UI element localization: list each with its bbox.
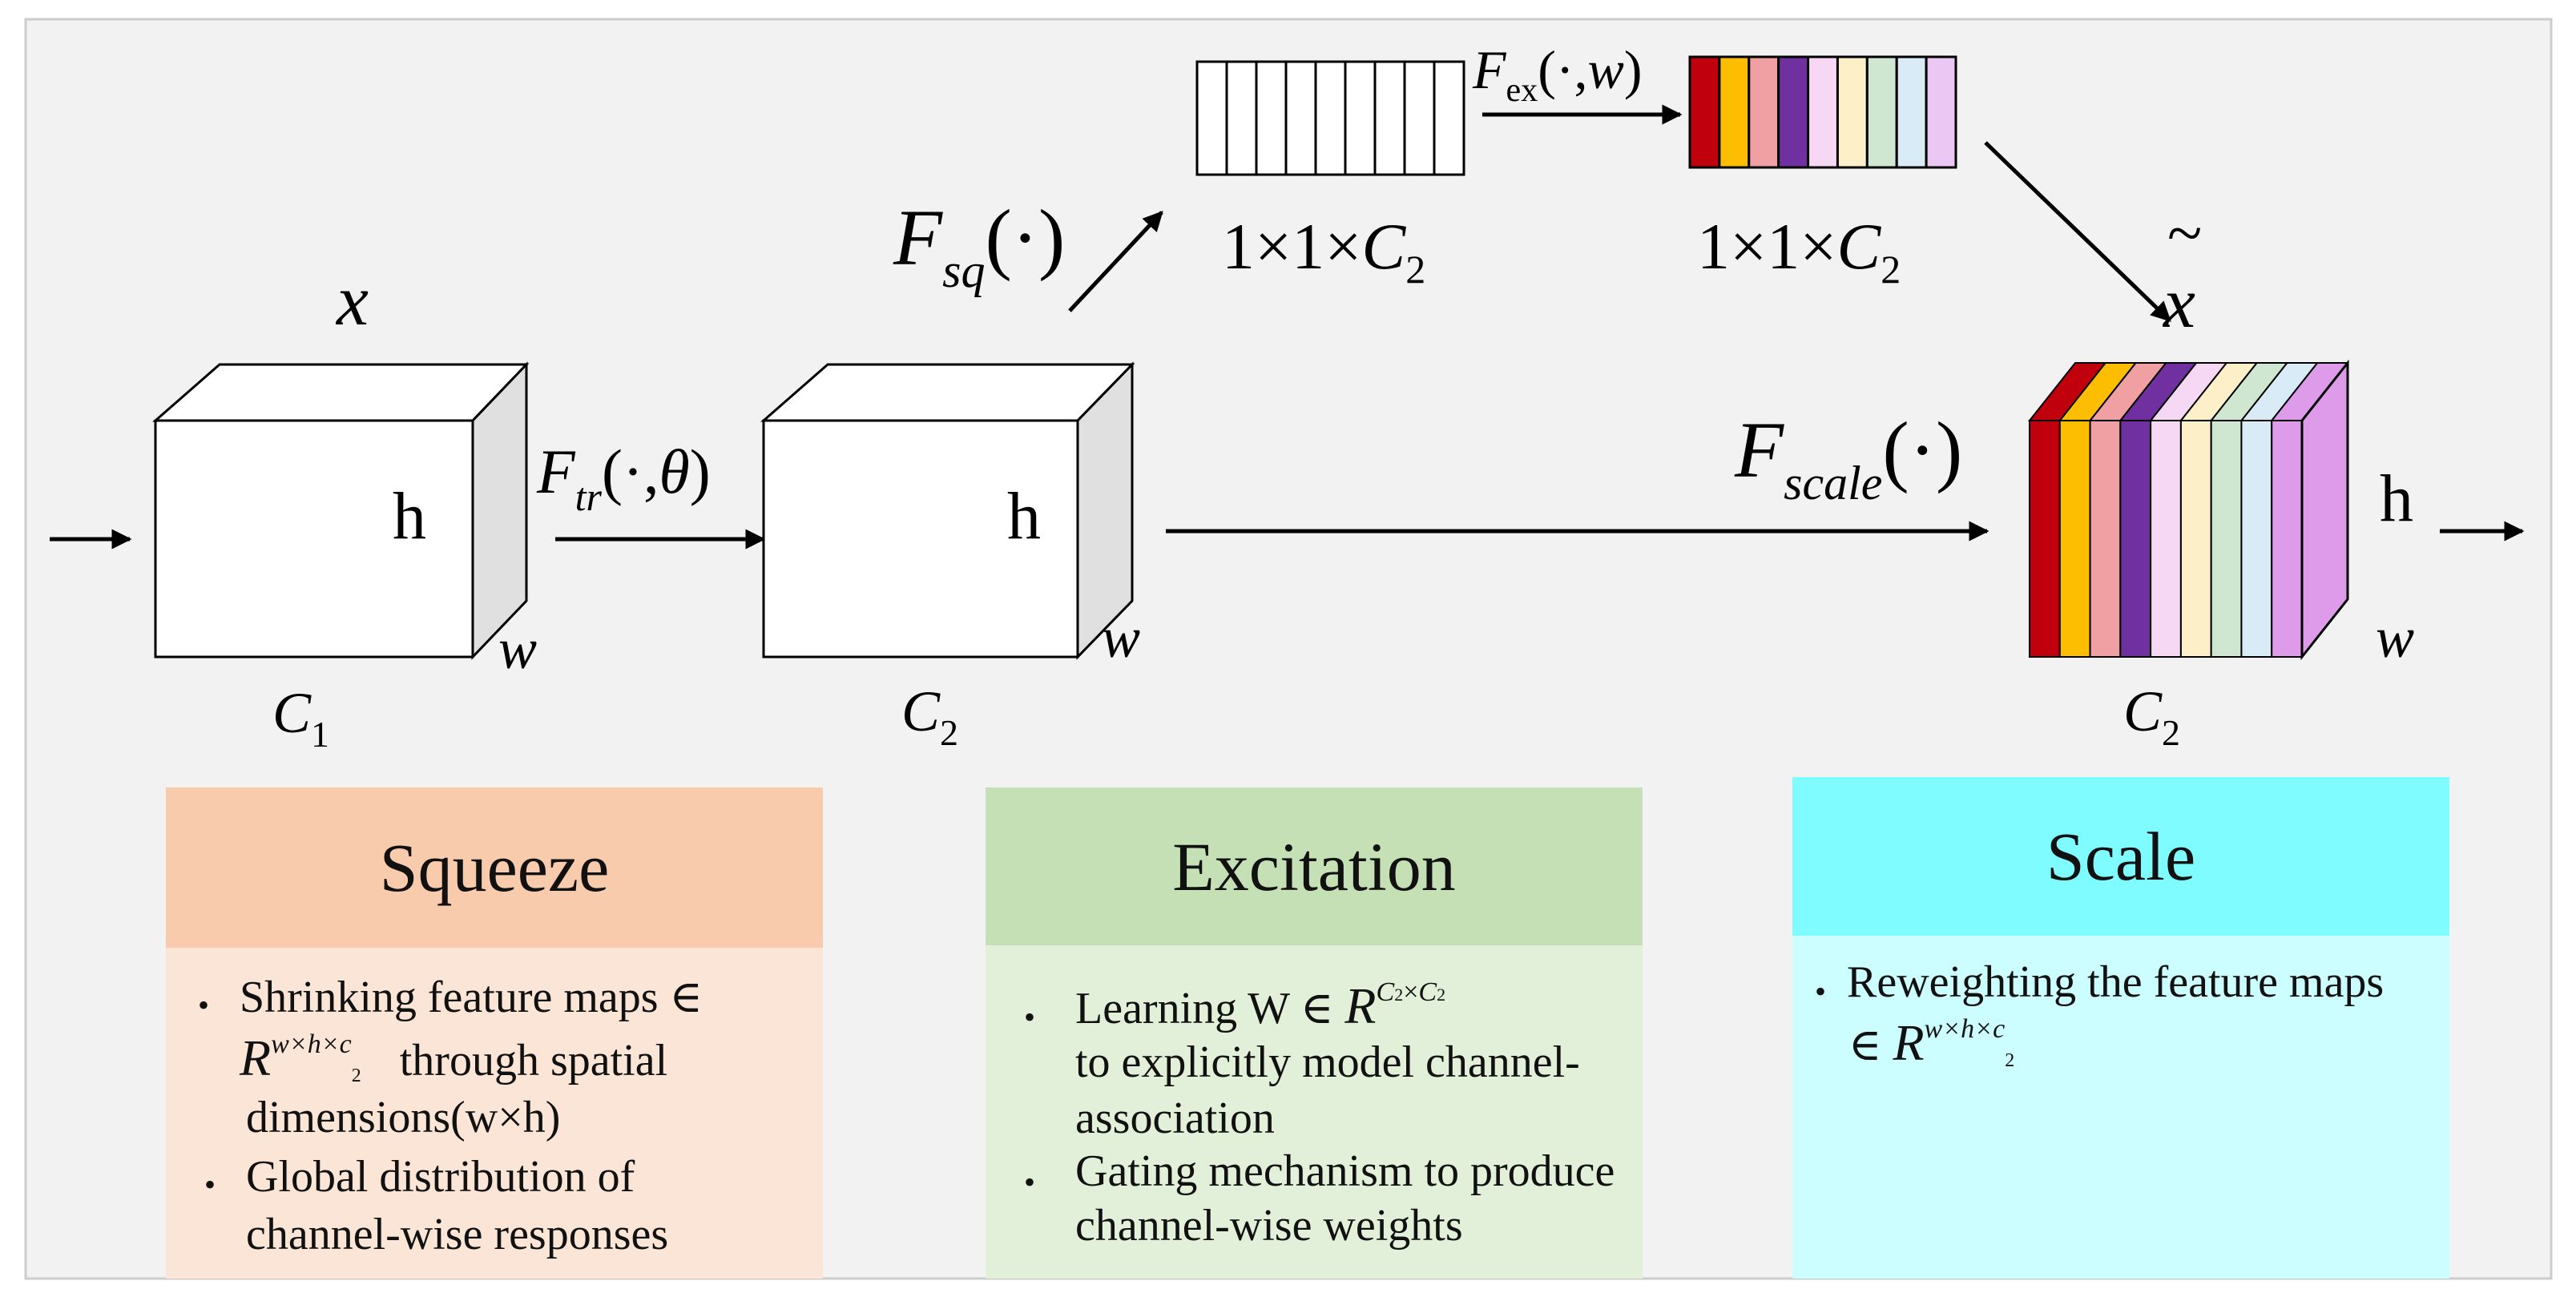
scaled-w-label: w	[2376, 606, 2414, 670]
scale-bullet-1: •	[1815, 973, 1827, 1009]
cube2-front	[762, 419, 1079, 659]
scaled-cube-front-slice	[2179, 420, 2212, 658]
excitation-bullet-2: •	[1024, 1164, 1036, 1200]
x-tilde-label: x	[2162, 264, 2195, 343]
squeeze-vector-cell	[1344, 60, 1377, 176]
excitation-line-3: association	[1075, 1094, 1275, 1143]
excitation-vector	[1688, 55, 1957, 169]
excitation-vector-cell	[1925, 55, 1957, 169]
weights-to-scale-arrow	[1984, 141, 2171, 322]
scaled-feature-cube	[2027, 359, 2350, 661]
scaled-cube-front-slice	[2089, 420, 2122, 658]
scale-panel-body: • Reweighting the feature maps ∈ Rw×h×c2	[1792, 936, 2449, 1279]
squeeze-line-5: channel-wise responses	[246, 1210, 669, 1259]
excitation-bullet-1: •	[1024, 999, 1036, 1035]
excitation-vector-cell	[1895, 55, 1928, 169]
squeeze-vector-cell	[1373, 60, 1406, 176]
input-feature-cube	[152, 361, 530, 660]
excitation-panel: Excitation • Learning W ∈ RC2×C2 to expl…	[986, 787, 1643, 1279]
excitation-vector-cell	[1836, 55, 1869, 169]
excitation-line-1: Learning W ∈ RC2×C2	[1075, 977, 1446, 1034]
squeeze-vector-cell	[1225, 60, 1258, 176]
cube1-h-label: h	[393, 479, 426, 554]
excitation-vector-dims: 1×1×C2	[1697, 210, 1901, 292]
squeeze-line-3: dimensions(w×h)	[246, 1093, 561, 1142]
squeeze-vector-cell	[1314, 60, 1347, 176]
excitation-vector-cell	[1718, 55, 1751, 169]
cube1-top	[152, 363, 530, 422]
c2-label-output: C2	[2123, 679, 2180, 753]
scaled-cube-front-slice	[2119, 420, 2152, 658]
excitation-line-4: Gating mechanism to produce	[1075, 1146, 1615, 1196]
cube1-front	[154, 419, 474, 659]
excitation-line-2: to explicitly model channel-	[1075, 1037, 1580, 1087]
squeeze-panel: Squeeze • Shrinking feature maps ∈ Rw×h×…	[166, 787, 823, 1279]
squeeze-bullet-1: •	[198, 987, 210, 1023]
excitation-title: Excitation	[1172, 828, 1456, 905]
excitation-line-5: channel-wise weights	[1075, 1201, 1463, 1251]
squeeze-vector-cell	[1403, 60, 1436, 176]
scaled-h-label: h	[2380, 461, 2413, 536]
transformed-feature-cube	[760, 361, 1135, 660]
squeeze-bullet-2: •	[204, 1166, 216, 1202]
squeeze-vector-dims: 1×1×C2	[1222, 210, 1425, 292]
scale-panel-header: Scale	[1792, 777, 2449, 937]
scaled-cube-front-slice	[2240, 420, 2273, 658]
excitation-vector-cell	[1865, 55, 1898, 169]
squeeze-panel-header: Squeeze	[166, 787, 823, 949]
squeeze-line-4: Global distribution of	[246, 1152, 635, 1202]
squeeze-arrow	[1068, 211, 1163, 312]
f-scale-label: Fscale(·)	[1734, 405, 1962, 510]
squeeze-vector-cell	[1284, 60, 1317, 176]
squeeze-vector-cell	[1255, 60, 1288, 176]
scaled-cube-side	[2300, 359, 2349, 661]
scaled-cube-front-slice	[2029, 420, 2061, 658]
scale-panel: Scale • Reweighting the feature maps ∈ R…	[1792, 777, 2449, 1279]
excitation-vector-cell	[1748, 55, 1780, 169]
scale-title: Scale	[2046, 818, 2196, 895]
cube1-w-label: w	[498, 617, 537, 681]
scale-line-1: Reweighting the feature maps	[1847, 957, 2385, 1007]
x-input-label: x	[335, 261, 369, 340]
excitation-vector-cell	[1688, 55, 1721, 169]
scaled-cube-front-slice	[2210, 420, 2243, 658]
cube2-top	[760, 363, 1135, 422]
scaled-cube-front-slice	[2058, 420, 2091, 658]
cube2-h-label: h	[1007, 479, 1041, 554]
squeeze-vector	[1195, 60, 1465, 176]
f-tr-label: Ftr(·,θ)	[536, 437, 711, 519]
squeeze-title: Squeeze	[379, 829, 610, 906]
f-sq-label: Fsq(·)	[893, 193, 1065, 297]
excitation-vector-cell	[1807, 55, 1839, 169]
squeeze-line-1: Shrinking feature maps ∈	[240, 973, 703, 1022]
excitation-vector-cell	[1777, 55, 1810, 169]
scaled-cube-front-slice	[2150, 420, 2182, 658]
squeeze-vector-cell	[1433, 60, 1465, 176]
excitation-panel-body: • Learning W ∈ RC2×C2 to explicitly mode…	[986, 945, 1643, 1279]
scale-line-2: ∈ Rw×h×c2	[1848, 1014, 2015, 1071]
c2-label-middle: C2	[901, 679, 958, 753]
f-ex-label: Fex(·,w)	[1472, 39, 1643, 109]
squeeze-vector-cell	[1195, 60, 1228, 176]
tilde-mark: ~	[2167, 199, 2202, 269]
c1-label: C1	[272, 681, 329, 755]
excitation-panel-header: Excitation	[986, 787, 1643, 947]
cube2-w-label: w	[1102, 606, 1140, 670]
scaled-cube-front-slice	[2271, 420, 2303, 658]
